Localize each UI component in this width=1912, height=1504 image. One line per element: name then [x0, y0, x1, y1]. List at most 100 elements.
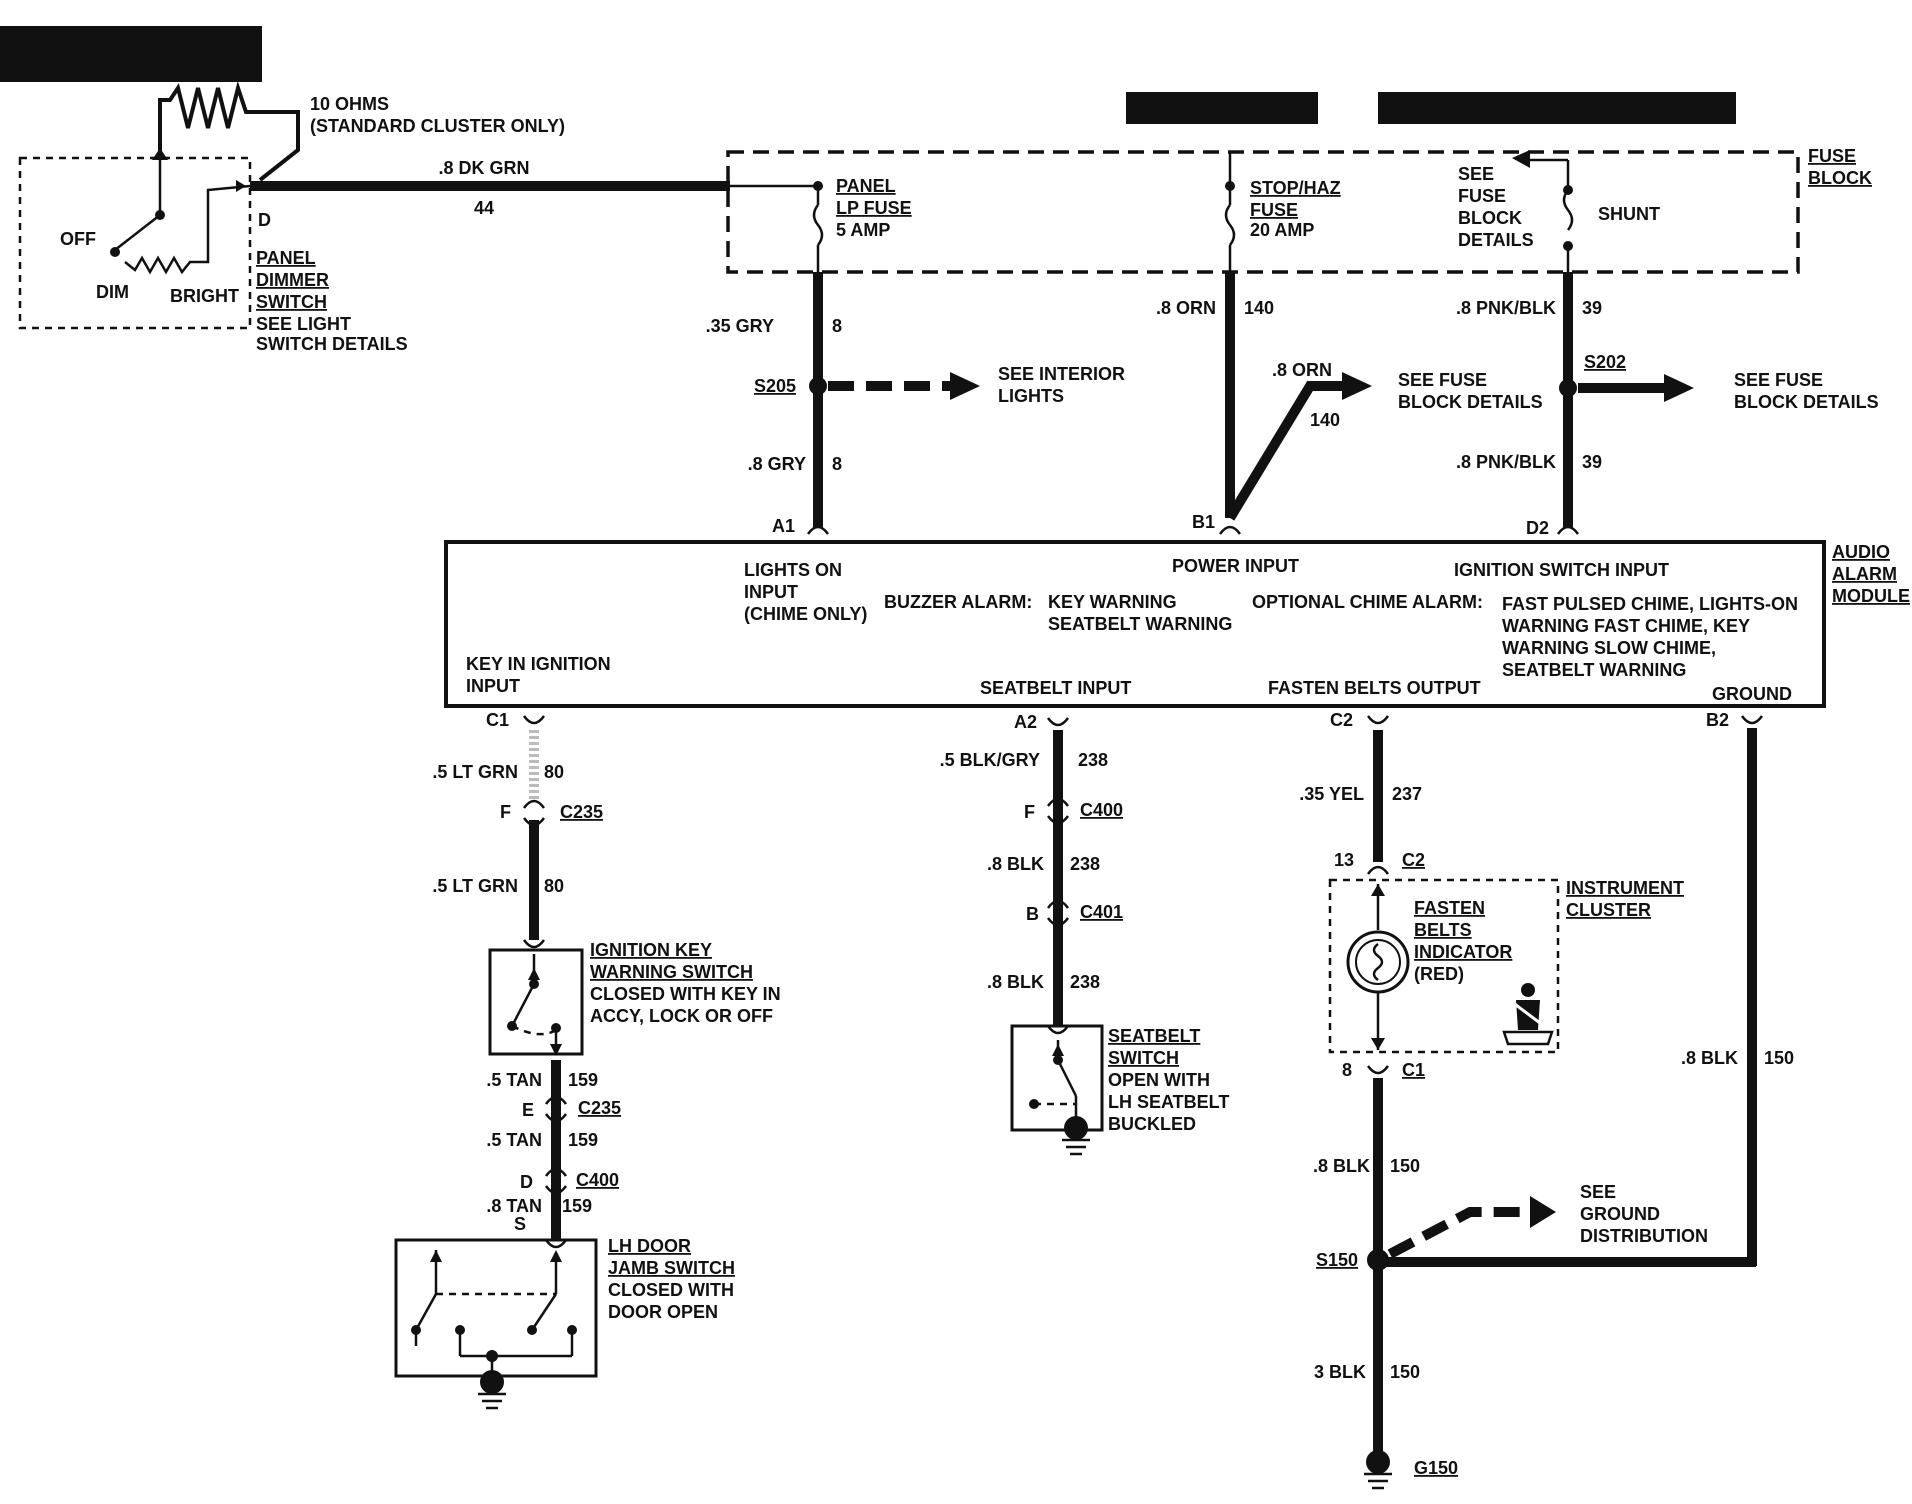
svg-text:KEY WARNING: KEY WARNING	[1048, 592, 1177, 612]
wire-44: .8 DK GRN 44	[250, 158, 730, 218]
svg-text:80: 80	[544, 876, 564, 896]
svg-text:WARNING SLOW CHIME,: WARNING SLOW CHIME,	[1502, 638, 1716, 658]
svg-text:S150: S150	[1316, 1250, 1358, 1270]
svg-text:.5 BLK/GRY: .5 BLK/GRY	[940, 750, 1040, 770]
svg-text:FASTEN BELTS OUTPUT: FASTEN BELTS OUTPUT	[1268, 678, 1481, 698]
svg-text:C235: C235	[578, 1098, 621, 1118]
svg-text:INPUT: INPUT	[744, 582, 798, 602]
svg-text:LIGHTS: LIGHTS	[998, 386, 1064, 406]
svg-text:.8 BLK: .8 BLK	[1313, 1156, 1370, 1176]
svg-text:5 AMP: 5 AMP	[836, 220, 890, 240]
svg-text:B: B	[1026, 904, 1039, 924]
svg-text:C400: C400	[576, 1170, 619, 1190]
svg-text:150: 150	[1390, 1362, 1420, 1382]
svg-text:SWITCH DETAILS: SWITCH DETAILS	[256, 334, 408, 354]
svg-text:BLOCK DETAILS: BLOCK DETAILS	[1734, 392, 1879, 412]
svg-text:S: S	[514, 1214, 526, 1234]
svg-text:SEATBELT INPUT: SEATBELT INPUT	[980, 678, 1131, 698]
svg-text:C400: C400	[1080, 800, 1123, 820]
svg-text:150: 150	[1390, 1156, 1420, 1176]
svg-text:(RED): (RED)	[1414, 964, 1464, 984]
svg-text:10 OHMS: 10 OHMS	[310, 94, 389, 114]
svg-text:FUSE: FUSE	[1458, 186, 1506, 206]
svg-text:WARNING FAST CHIME, KEY: WARNING FAST CHIME, KEY	[1502, 616, 1750, 636]
svg-text:CLOSED WITH KEY IN: CLOSED WITH KEY IN	[590, 984, 781, 1004]
svg-text:INDICATOR: INDICATOR	[1414, 942, 1512, 962]
svg-text:.35 YEL: .35 YEL	[1299, 784, 1364, 804]
svg-text:BELTS: BELTS	[1414, 920, 1472, 940]
svg-text:FUSE: FUSE	[1808, 146, 1856, 166]
wire-39-pnk-blk: .8 PNK/BLK 39 S202 SEE FUSE BLOCK DETAIL…	[1456, 272, 1879, 538]
svg-text:159: 159	[568, 1070, 598, 1090]
svg-text:237: 237	[1392, 784, 1422, 804]
svg-text:BRIGHT: BRIGHT	[170, 286, 239, 306]
svg-text:IN HEAD OR PARK: IN HEAD OR PARK	[40, 50, 201, 70]
svg-text:SEE: SEE	[1580, 1182, 1616, 1202]
svg-text:80: 80	[544, 762, 564, 782]
svg-text:KEY IN IGNITION: KEY IN IGNITION	[466, 654, 611, 674]
svg-text:WARNING SWITCH: WARNING SWITCH	[590, 962, 753, 982]
svg-text:39: 39	[1582, 452, 1602, 472]
svg-text:BLOCK DETAILS: BLOCK DETAILS	[1398, 392, 1543, 412]
svg-text:JAMB SWITCH: JAMB SWITCH	[608, 1258, 735, 1278]
wire-140-orn: .8 ORN 140 .8 ORN 140 SEE FUSE BLOCK DET…	[1156, 272, 1543, 535]
svg-text:BLOCK: BLOCK	[1458, 208, 1522, 228]
svg-text:AUDIO: AUDIO	[1832, 542, 1890, 562]
svg-text:MODULE: MODULE	[1832, 586, 1910, 606]
svg-text:SEE INTERIOR: SEE INTERIOR	[998, 364, 1125, 384]
svg-text:SEE LIGHT: SEE LIGHT	[256, 314, 351, 334]
svg-text:.8 BLK: .8 BLK	[987, 854, 1044, 874]
svg-text:3 BLK: 3 BLK	[1314, 1362, 1366, 1382]
svg-text:.8 TAN: .8 TAN	[486, 1196, 542, 1216]
svg-text:.8 ORN: .8 ORN	[1272, 360, 1332, 380]
svg-text:SEE: SEE	[1458, 164, 1494, 184]
svg-text:INSTRUMENT: INSTRUMENT	[1566, 878, 1684, 898]
svg-text:44: 44	[474, 198, 494, 218]
svg-text:.5 LT GRN: .5 LT GRN	[432, 876, 518, 896]
svg-text:DIM: DIM	[96, 282, 129, 302]
svg-text:OFF: OFF	[60, 229, 96, 249]
svg-text:PANEL: PANEL	[836, 176, 896, 196]
svg-text:FAST PULSED CHIME, LIGHTS-ON: FAST PULSED CHIME, LIGHTS-ON	[1502, 594, 1798, 614]
svg-text:238: 238	[1078, 750, 1108, 770]
svg-text:(STANDARD CLUSTER ONLY): (STANDARD CLUSTER ONLY)	[310, 116, 565, 136]
svg-text:SWITCH: SWITCH	[256, 292, 327, 312]
svg-text:F: F	[500, 802, 511, 822]
svg-text:S202: S202	[1584, 352, 1626, 372]
svg-text:DIMMER: DIMMER	[256, 270, 329, 290]
svg-text:39: 39	[1582, 298, 1602, 318]
svg-text:LP FUSE: LP FUSE	[836, 198, 912, 218]
svg-text:INPUT: INPUT	[466, 676, 520, 696]
svg-text:CLOSED WITH: CLOSED WITH	[608, 1280, 734, 1300]
svg-text:C2: C2	[1330, 710, 1353, 730]
svg-text:FUSE: FUSE	[1250, 200, 1298, 220]
svg-text:BUCKLED: BUCKLED	[1108, 1114, 1196, 1134]
svg-text:A2: A2	[1014, 712, 1037, 732]
svg-text:BLOCK: BLOCK	[1808, 168, 1872, 188]
svg-text:13: 13	[1334, 850, 1354, 870]
left-branch: C1 .5 LT GRN 80 F C235 .5 LT GRN 80 IGNI…	[394, 710, 781, 1410]
svg-text:HOT IN RUN, BULB TEST OR START: HOT IN RUN, BULB TEST OR START	[1401, 98, 1713, 118]
panel-dimmer-switch: OFF DIM BRIGHT D PANEL DIMMER SWITCH SEE…	[18, 156, 408, 354]
svg-text:.8 PNK/BLK: .8 PNK/BLK	[1456, 452, 1556, 472]
svg-text:B2: B2	[1706, 710, 1729, 730]
svg-text:.35 GRY: .35 GRY	[706, 316, 774, 336]
svg-text:OPEN WITH: OPEN WITH	[1108, 1070, 1210, 1090]
svg-text:20 AMP: 20 AMP	[1250, 220, 1314, 240]
svg-text:SWITCH: SWITCH	[1108, 1048, 1179, 1068]
svg-text:.8 PNK/BLK: .8 PNK/BLK	[1456, 298, 1556, 318]
svg-text:C401: C401	[1080, 902, 1123, 922]
svg-text:238: 238	[1070, 854, 1100, 874]
svg-text:.8 DK GRN: .8 DK GRN	[438, 158, 529, 178]
svg-text:8: 8	[832, 454, 842, 474]
svg-text:HOT WITH LIGHT SWITCH: HOT WITH LIGHT SWITCH	[16, 30, 240, 50]
svg-text:.8 BLK: .8 BLK	[987, 972, 1044, 992]
svg-text:GROUND: GROUND	[1580, 1204, 1660, 1224]
svg-text:D2: D2	[1526, 518, 1549, 538]
svg-text:S205: S205	[754, 376, 796, 396]
svg-text:SHUNT: SHUNT	[1598, 204, 1660, 224]
svg-text:.8 GRY: .8 GRY	[748, 454, 806, 474]
svg-text:PANEL: PANEL	[256, 248, 316, 268]
audio-alarm-module: AUDIO ALARM MODULE LIGHTS ON INPUT (CHIM…	[444, 540, 1910, 708]
